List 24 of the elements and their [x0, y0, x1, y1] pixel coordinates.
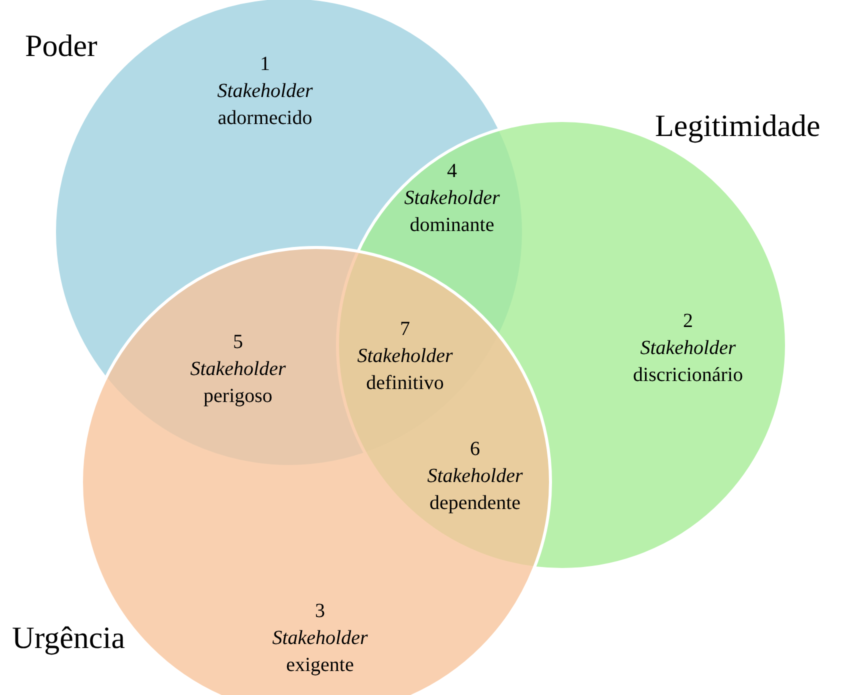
- region-label: discricionário: [633, 365, 743, 385]
- region-label: dominante: [410, 215, 494, 235]
- region-number: 6: [470, 439, 480, 459]
- region-number: 5: [233, 332, 243, 352]
- region-label: definitivo: [366, 373, 444, 393]
- region-number: 7: [400, 319, 410, 339]
- region-number: 3: [315, 601, 325, 621]
- region-label: Stakeholder: [357, 346, 453, 366]
- region-label: Stakeholder: [217, 81, 313, 101]
- region-number: 2: [683, 311, 693, 331]
- region-number: 4: [447, 161, 457, 181]
- region-label: Stakeholder: [404, 188, 500, 208]
- region-label: adormecido: [218, 108, 312, 128]
- region-number: 1: [260, 54, 270, 74]
- region-label: dependente: [429, 493, 521, 513]
- region-label: Stakeholder: [190, 359, 286, 379]
- region-label: Stakeholder: [272, 628, 368, 648]
- circle-title: Poder: [25, 30, 98, 61]
- region-label: Stakeholder: [427, 466, 523, 486]
- region-label: exigente: [286, 655, 354, 675]
- region-label: perigoso: [204, 386, 272, 406]
- region-label: Stakeholder: [640, 338, 736, 358]
- circle-title: Legitimidade: [655, 110, 820, 141]
- circle-title: Urgência: [12, 622, 126, 653]
